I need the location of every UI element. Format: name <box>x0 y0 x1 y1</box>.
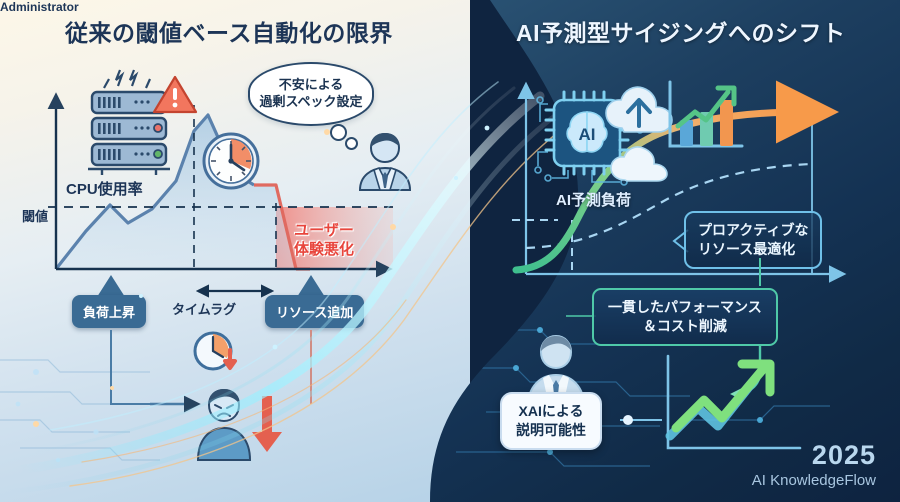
callout-xai-line1: XAIによる <box>518 403 584 419</box>
right-title: AI予測型サイジングへのシフト <box>516 20 846 46</box>
danger-zone-label-line1: ユーザー <box>294 222 354 239</box>
actual-load-dashed-curve <box>525 162 813 250</box>
administrator-label: Administrator <box>0 0 79 14</box>
box-consistent-performance: 一貫したパフォーマンス ＆コスト削減 <box>592 288 778 346</box>
callout-proactive-line1: プロアクティブな <box>698 222 809 238</box>
lightning-bolt-icon <box>103 78 110 89</box>
thought-bubble: 不安による 過剰スペック設定 <box>248 62 374 126</box>
red-down-arrow-icon <box>252 396 282 452</box>
bar-chart-up-icon <box>668 80 744 148</box>
danger-zone-label: ユーザー 体験悪化 <box>272 222 376 260</box>
callout-proactive-line2: リソース最適化 <box>698 240 796 257</box>
box-consistent-line2: ＆コスト削減 <box>642 317 727 334</box>
clock-down-arrow-icon <box>193 331 237 371</box>
callout-proactive-optimization: プロアクティブな リソース最適化 <box>684 211 823 269</box>
left-title: 従来の閾値ベース自動化の限界 <box>65 20 393 46</box>
thought-dot-large <box>330 124 347 141</box>
left-panel-traditional: 閾値 CPU使用率 ユーザー 体験悪化 <box>0 0 470 502</box>
threshold-axis-label: 閾値 <box>22 209 49 224</box>
cloud-icon <box>610 146 668 182</box>
callout-tail-proactive <box>672 229 689 253</box>
footer-year: 2025 <box>811 440 876 470</box>
cloud-upload-icon <box>605 86 673 133</box>
green-trend-arrow-icon <box>665 354 802 450</box>
ai-predicted-load-label: AI予測負荷 <box>556 192 632 209</box>
pill-resource-add[interactable]: リソース追加 <box>265 295 365 328</box>
footer-brand: AI KnowledgeFlow <box>751 472 876 489</box>
warning-triangle-icon <box>152 75 198 114</box>
pill-load-rise[interactable]: 負荷上昇 <box>72 295 147 328</box>
time-lag-label: タイムラグ <box>172 302 237 317</box>
danger-zone-label-line2: 体験悪化 <box>293 240 354 258</box>
svg-text:AI: AI <box>579 125 596 144</box>
administrator-avatar-icon <box>358 132 412 191</box>
cpu-usage-label: CPU使用率 <box>66 181 143 198</box>
thought-line2: 過剰スペック設定 <box>259 94 363 109</box>
clock-icon <box>202 132 260 190</box>
box-consistent-line1: 一貫したパフォーマンス <box>608 299 762 315</box>
callout-xai-explainability: XAIによる 説明可能性 <box>500 392 602 450</box>
thought-line1: 不安による <box>278 77 344 93</box>
ai-chip-brain-icon: AI <box>534 90 644 186</box>
callout-xai-line2: 説明可能性 <box>516 421 586 438</box>
